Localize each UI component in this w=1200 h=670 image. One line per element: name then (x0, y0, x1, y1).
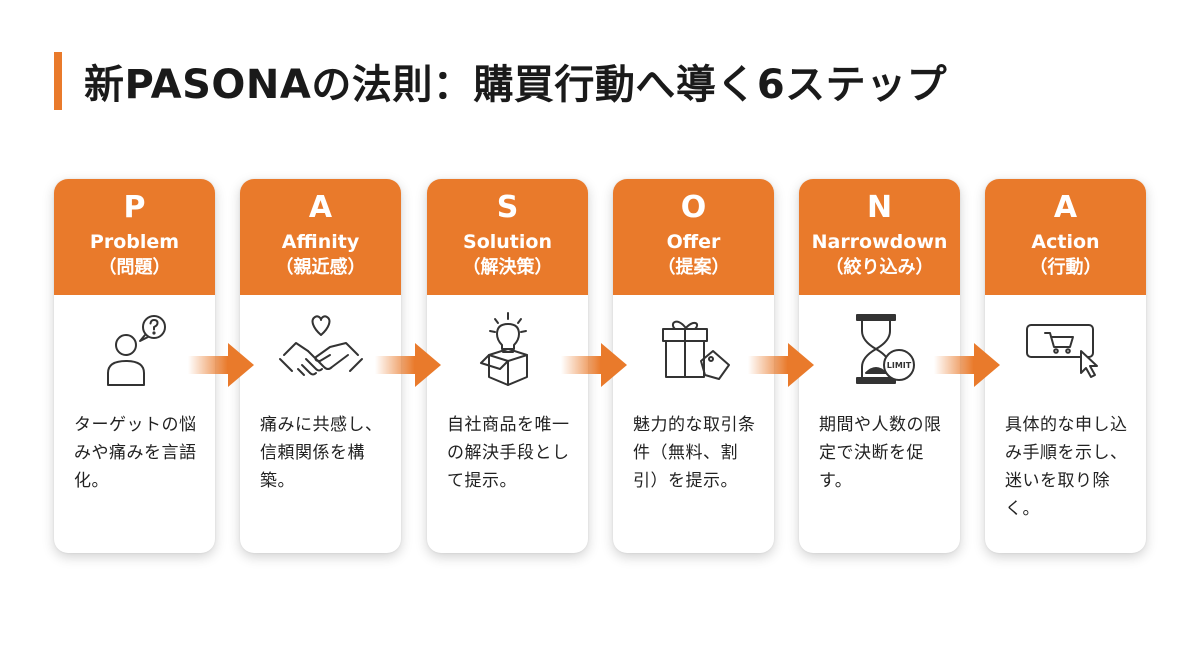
arrow-right-icon (188, 343, 254, 387)
step-description: 魅力的な取引条件（無料、割引）を提示。 (633, 415, 756, 491)
page-title: 新PASONAの法則：購買行動へ導く6ステップ (84, 62, 948, 108)
step-jp-label: （絞り込み） (825, 257, 934, 278)
step-description: 痛みに共感し、信頼関係を構築。 (260, 415, 383, 491)
step-description: 具体的な申し込み手順を示し、迷いを取り除く。 (1005, 415, 1128, 519)
step-letter: A (1053, 190, 1078, 225)
arrow-right-icon (561, 343, 627, 387)
step-header: A Action （行動） (985, 179, 1146, 295)
handshake-heart-icon (240, 311, 401, 391)
step-description: 期間や人数の限定で決断を促す。 (819, 415, 942, 491)
step-word: Narrowdown (811, 231, 948, 253)
lightbulb-box-icon (427, 311, 588, 391)
step-description: 自社商品を唯一の解決手段として提示。 (447, 415, 570, 491)
step-word: Affinity (281, 231, 360, 253)
step-jp-label: （親近感） (275, 257, 366, 278)
step-word: Problem (89, 231, 180, 253)
step-header: N Narrowdown （絞り込み） (799, 179, 960, 295)
step-header: O Offer （提案） (613, 179, 774, 295)
arrow-right-icon (375, 343, 441, 387)
step-jp-label: （提案） (657, 257, 730, 278)
step-letter: O (680, 190, 707, 225)
limit-label: LIMIT (886, 361, 911, 370)
step-word: Solution (463, 231, 552, 253)
arrow-right-icon (934, 343, 1000, 387)
step-letter: S (496, 190, 519, 225)
arrow-right-icon (748, 343, 814, 387)
step-word: Action (1031, 231, 1100, 253)
step-letter: N (866, 190, 893, 225)
step-jp-label: （行動） (1029, 257, 1102, 278)
step-card-action: A Action （行動） 具体的な申し込み手順を示し、迷いを取り除く。 (985, 179, 1146, 553)
step-jp-label: （問題） (98, 257, 171, 278)
step-card-affinity: A Affinity （親近感） 痛みに共感し、信頼関係を構築。 (240, 179, 401, 553)
gift-tag-icon (613, 311, 774, 391)
title-block: 新PASONAの法則：購買行動へ導く6ステップ (54, 52, 947, 110)
step-card-offer: O Offer （提案） 魅力的な取引条件（無料、割引）を提示。 (613, 179, 774, 553)
step-letter: A (308, 190, 333, 225)
step-card-narrowdown: N Narrowdown （絞り込み） LIMIT 期間や人数の限定で決断を促す… (799, 179, 960, 553)
person-question-icon (54, 311, 215, 391)
title-accent-bar (54, 52, 62, 110)
step-header: P Problem （問題） (54, 179, 215, 295)
hourglass-limit-icon: LIMIT (799, 311, 960, 391)
cart-cursor-icon (985, 311, 1146, 391)
step-jp-label: （解決策） (462, 257, 553, 278)
step-letter: P (123, 190, 146, 225)
step-header: A Affinity （親近感） (240, 179, 401, 295)
step-description: ターゲットの悩みや痛みを言語化。 (74, 415, 197, 491)
step-header: S Solution （解決策） (427, 179, 588, 295)
step-word: Offer (666, 231, 721, 253)
